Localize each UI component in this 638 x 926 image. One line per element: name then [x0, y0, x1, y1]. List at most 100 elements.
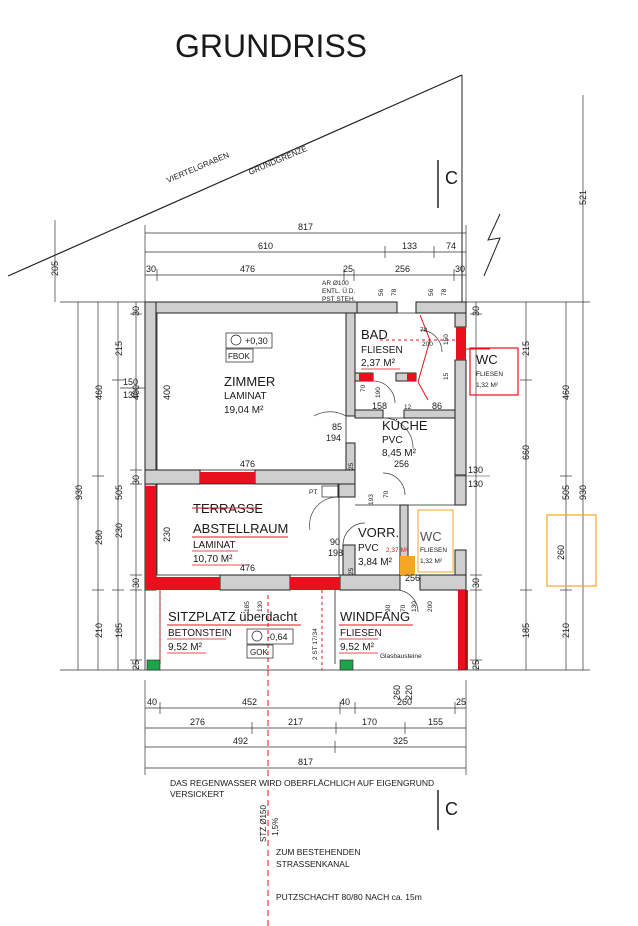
wc-pipe — [400, 556, 415, 575]
dim-220-vert: 220 — [404, 685, 414, 700]
dim-78b: 78 — [441, 288, 448, 296]
fbok-label: FBOK — [228, 352, 250, 361]
dim-158: 158 — [372, 401, 387, 411]
dim-top-610: 610 — [258, 241, 273, 251]
dim-left-260: 260 — [94, 530, 104, 545]
room-abstellraum-name: ABSTELLRAUM — [193, 521, 288, 536]
dim-abst-width: 476 — [240, 563, 255, 573]
dim-130b: 130 — [468, 479, 483, 489]
room-kueche-floor: PVC — [382, 435, 403, 446]
dim-left-505: 505 — [114, 485, 124, 500]
dim-zimmer-width: 476 — [240, 459, 255, 469]
label-ar: AR Ø100 — [322, 280, 349, 287]
room-sitzplatz-area: 9,52 M² — [168, 642, 203, 653]
dim-top-133: 133 — [402, 241, 417, 251]
room-kueche-name: KÜCHE — [382, 418, 428, 433]
dim-left-150: 150 — [123, 377, 138, 387]
room-wc-old-floor: FLIESEN — [420, 547, 447, 554]
fbok-level-box — [225, 332, 273, 349]
dim-door-90: 90 — [330, 537, 340, 547]
dim-left-205: 205 — [50, 261, 60, 276]
gok-level: -0,64 — [267, 632, 288, 642]
boundary-label: GRUNDGRENZE — [247, 144, 308, 177]
dim-bottom-155: 155 — [428, 717, 443, 727]
room-zimmer-name: ZIMMER — [224, 374, 275, 389]
dim-top-476: 476 — [240, 264, 255, 274]
dim-right-30a: 30 — [471, 306, 481, 316]
dim-bottom-40b: 40 — [340, 697, 350, 707]
room-abstellraum-area: 10,70 M² — [193, 554, 233, 565]
dim-185: 185 — [244, 601, 251, 612]
dim-190: 190 — [375, 387, 382, 398]
door-swings — [309, 329, 443, 613]
power-symbol — [483, 213, 501, 277]
dim-130a: 130 — [468, 465, 483, 475]
dim-right-210: 210 — [561, 623, 571, 638]
room-bad-name: BAD — [361, 327, 388, 342]
dim-bottom-817: 817 — [298, 757, 313, 767]
room-zimmer-area: 19,04 M² — [224, 405, 264, 416]
street-label: VIERTELGRABEN — [165, 150, 230, 185]
room-wc-old-area: 1,32 M² — [420, 558, 443, 565]
dim-bottom-492: 492 — [233, 736, 248, 746]
dim-bottom-452: 452 — [242, 697, 257, 707]
room-vorr-area: 3,84 M² — [358, 557, 393, 568]
interior-lines — [144, 312, 467, 671]
pt-label: PT — [309, 489, 317, 496]
dim-top-256: 256 — [395, 264, 410, 274]
level-symbol-icon — [230, 334, 242, 346]
dim-abst-height: 230 — [162, 527, 172, 542]
dim-right-25: 25 — [471, 660, 481, 670]
dim-top-total: 817 — [298, 222, 313, 232]
dim-78a: 78 — [391, 288, 398, 296]
room-vorr-name: VORR. — [358, 525, 399, 540]
dim-bottom-170: 170 — [362, 717, 377, 727]
dim-left-215: 215 — [114, 341, 124, 356]
dim-top-25: 25 — [343, 264, 353, 274]
slope-label: 1,5% — [271, 818, 280, 836]
dim-56b: 56 — [428, 288, 435, 296]
section-mark-top: C — [445, 168, 458, 188]
dim-top-74: 74 — [446, 241, 456, 251]
wc-new-box — [469, 347, 519, 396]
dim-zimmer-height: 400 — [162, 385, 172, 400]
gok-symbol-icon — [251, 630, 263, 642]
dim-right-930: 930 — [578, 485, 588, 500]
kanal-label-2: STRASSENKANAL — [276, 859, 350, 869]
dim-left-130: 130 — [123, 390, 138, 400]
dim-bottom-325: 325 — [393, 736, 408, 746]
dim-left-30b: 30 — [131, 475, 141, 485]
dim-left-230: 230 — [114, 523, 124, 538]
dim-12: 12 — [404, 404, 412, 411]
bottom-dimensions — [144, 680, 467, 775]
right-dimensions — [466, 95, 590, 671]
dim-right-660: 660 — [521, 445, 531, 460]
dim-door-194: 194 — [326, 433, 341, 443]
dim-90b: 90 — [385, 604, 392, 612]
room-windfang-name: WINDFANG — [340, 609, 410, 624]
drain-lines — [159, 314, 490, 926]
dim-top-30b: 30 — [455, 264, 465, 274]
dim-right-460: 460 — [561, 385, 571, 400]
dim-200b: 200 — [427, 601, 434, 612]
external-box — [546, 514, 597, 587]
dim-left-210: 210 — [94, 623, 104, 638]
dim-vorr-256: 256 — [405, 573, 420, 583]
dim-right-185: 185 — [521, 623, 531, 638]
top-dimensions — [144, 225, 467, 302]
dim-left-930: 930 — [74, 485, 84, 500]
dim-70: 70 — [420, 327, 428, 334]
dim-right-30b: 30 — [471, 578, 481, 588]
gok-box — [246, 644, 274, 659]
dim-193: 193 — [368, 494, 375, 505]
dim-bottom-40a: 40 — [147, 697, 157, 707]
dim-right-505: 505 — [561, 485, 571, 500]
room-vorr-floor: PVC — [358, 543, 379, 554]
dim-130c: 130 — [411, 601, 418, 612]
green-marker-mid — [339, 659, 354, 671]
room-abstellraum-floor: LAMINAT — [193, 540, 236, 551]
new-walls — [145, 327, 468, 670]
dim-left-30c: 30 — [131, 578, 141, 588]
label-entl: ENTL. Ü.D. — [322, 287, 355, 295]
